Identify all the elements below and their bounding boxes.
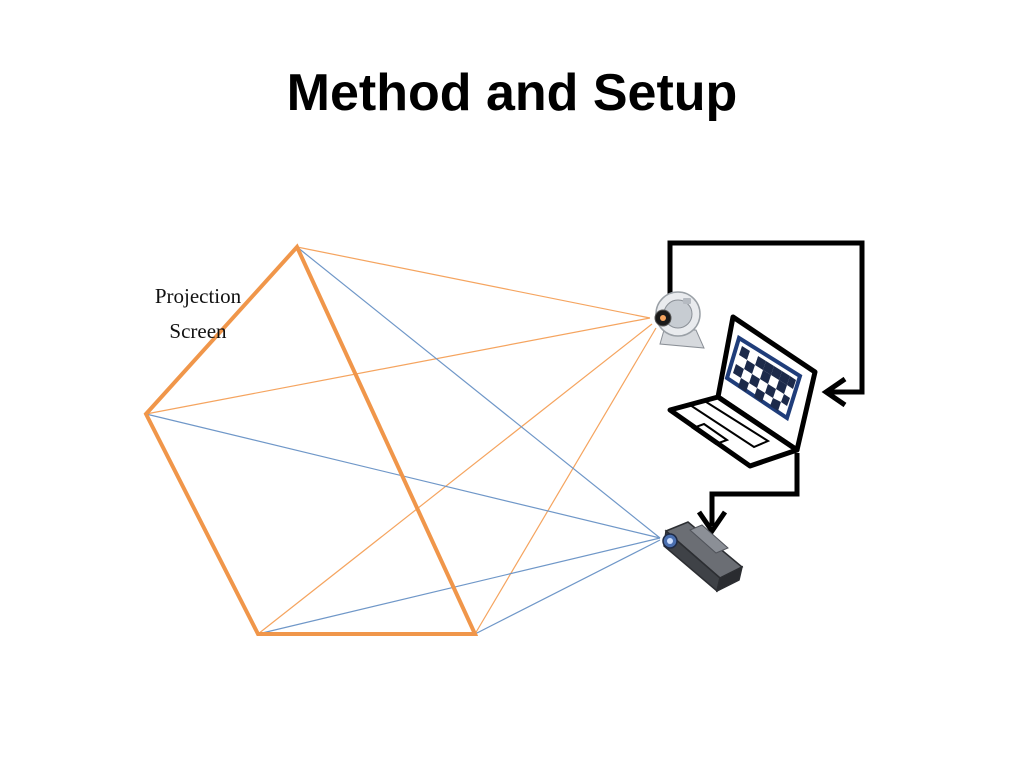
camera-rays [145, 246, 657, 635]
camera-ray-bottom-left [257, 323, 653, 635]
camera-ray-top [296, 246, 651, 319]
projection-screen-outline [143, 243, 479, 636]
projection-screen-label-line2: Screen [169, 319, 227, 343]
arrow-laptop-to-projector [696, 453, 800, 536]
projector-ray-bottom-right [474, 539, 661, 635]
projector-icon [662, 521, 744, 593]
arrowhead-down-icon [696, 510, 728, 536]
projection-screen-label-line1: Projection [155, 284, 242, 308]
projector-ray-top [296, 246, 661, 539]
slide-title: Method and Setup [286, 64, 738, 122]
camera-ray-bottom-right [474, 327, 657, 635]
arrow-camera-to-laptop [667, 240, 865, 408]
arrowhead-left-icon [821, 376, 847, 408]
checkerboard-pattern-icon [733, 346, 796, 411]
webcam-icon [654, 291, 705, 349]
laptop-icon [667, 314, 818, 469]
projector-ray-bottom-left [257, 537, 661, 635]
camera-ray-left [145, 317, 651, 415]
